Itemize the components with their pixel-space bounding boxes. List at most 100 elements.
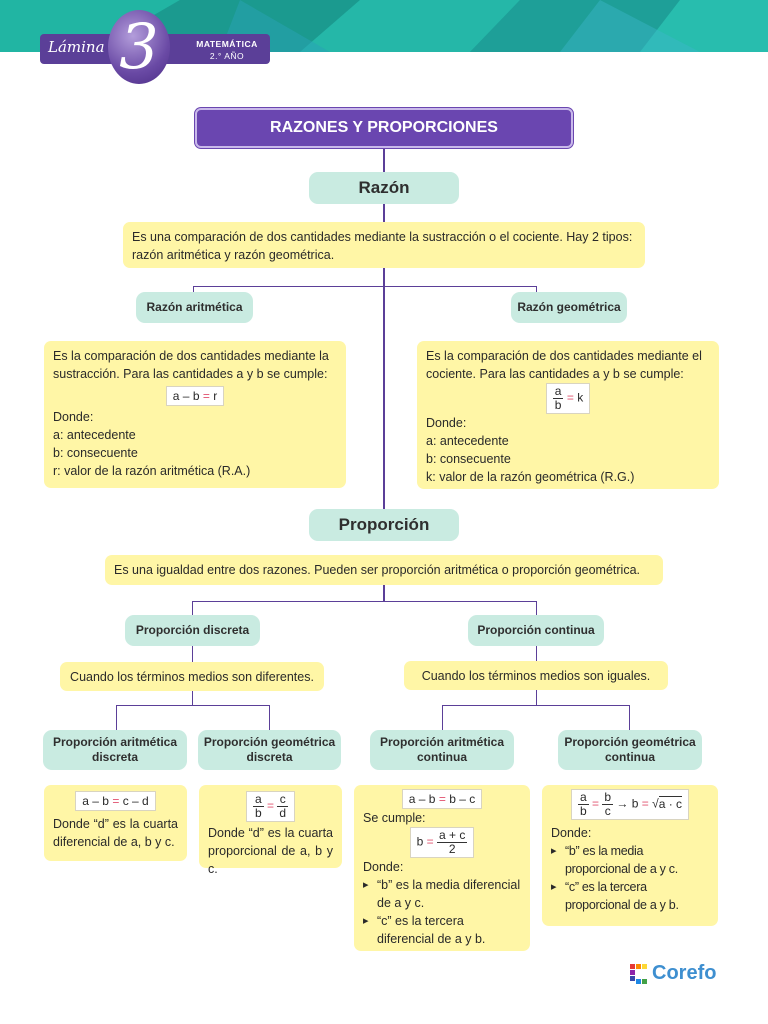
connector-line (383, 148, 385, 512)
bullet-item: “c” es la tercera diferencial de a y b. (363, 912, 521, 948)
equals-sign: = (591, 796, 599, 811)
proporcion-continua-label: Proporción continua (468, 615, 604, 646)
formula-left: b (416, 834, 424, 849)
connector-line (536, 690, 537, 705)
connector-line (536, 601, 537, 617)
corefo-logo-icon (630, 964, 647, 984)
formula-denominator: c (604, 804, 611, 818)
donde-label: Donde: (53, 410, 94, 424)
proporcion-discreta-label: Proporción discreta (125, 615, 260, 646)
razon-aritmetica-formula: a – b = r (53, 386, 337, 406)
arit-discreta-formula: a – b = c – d (53, 791, 178, 811)
connector-line (193, 286, 537, 287)
equals-sign: = (566, 390, 574, 405)
connector-line (442, 705, 630, 706)
connector-line (116, 705, 270, 706)
list-item: r: valor de la razón aritmética (R.A.) (53, 464, 251, 478)
donde-label: Donde: (363, 860, 404, 874)
formula-denominator: b (254, 806, 262, 820)
connector-line (192, 601, 537, 602)
list-item: b: consecuente (426, 452, 511, 466)
connector-line (116, 705, 117, 731)
formula-left: a – b (172, 389, 200, 403)
list-item: a: antecedente (426, 434, 509, 448)
arit-continua-formula: a – b = b – c (363, 789, 521, 809)
grade-label: 2.° AÑO (209, 51, 245, 61)
radicand: a · c (658, 795, 683, 811)
formula-left: a – b (82, 794, 109, 808)
connector-line (192, 646, 193, 662)
formula-numerator: a (577, 790, 589, 805)
formula-right: c – d (122, 794, 149, 808)
proporcion-continua-desc: Cuando los términos medios son iguales. (404, 661, 668, 690)
list-item: k: valor de la razón geométrica (R.G.) (426, 470, 635, 484)
razon-definition: Es una comparación de dos cantidades med… (123, 222, 645, 268)
equals-sign: = (112, 794, 120, 808)
arit-discreta-text: Donde “d” es la cuarta diferencial de a,… (53, 817, 178, 849)
connector-line (536, 286, 537, 296)
connector-line (192, 690, 193, 705)
equals-sign: = (202, 389, 210, 403)
geo-continua-box: ab = bc → b = √a · c Donde: “b” es la me… (542, 785, 718, 926)
equals-sign: = (438, 792, 446, 806)
subject-label: MATEMÁTICA (196, 39, 258, 49)
arit-continua-label: Proporción aritmética continua (370, 730, 514, 770)
formula-left: a – b (408, 792, 436, 806)
razon-geometrica-box: Es la comparación de dos cantidades medi… (417, 341, 719, 489)
razon-aritmetica-box: Es la comparación de dos cantidades medi… (44, 341, 346, 488)
formula-numerator: c (277, 793, 289, 807)
razon-aritmetica-intro: Es la comparación de dos cantidades medi… (53, 349, 329, 381)
connector-line (269, 705, 270, 731)
razon-geometrica-label: Razón geométrica (511, 292, 627, 323)
formula-numerator: a (252, 792, 264, 807)
list-item: a: antecedente (53, 428, 136, 442)
formula-right: r (213, 389, 218, 403)
donde-label: Donde: (551, 826, 592, 840)
bullet-item: “b” es la media proporcional de a y c. (551, 842, 709, 878)
lamina-label: Lámina (48, 38, 105, 56)
formula-numerator: b (602, 790, 614, 805)
proporcion-definition: Es una igualdad entre dos razones. Puede… (105, 555, 663, 585)
connector-line (442, 705, 443, 731)
formula-numerator: a (552, 384, 564, 399)
arit-discreta-box: a – b = c – d Donde “d” es la cuarta dif… (44, 785, 187, 861)
formula-right: b – c (449, 792, 476, 806)
corefo-logo: Corefo (652, 962, 717, 984)
connector-line (629, 705, 630, 731)
geo-discreta-text: Donde “d” es la cuarta proporcional de a… (208, 826, 333, 876)
arrow-result: → b (616, 796, 639, 811)
geo-discreta-label: Proporción geométrica discreta (198, 730, 341, 770)
razon-heading: Razón (309, 172, 459, 204)
formula-denominator: b (554, 398, 562, 412)
connector-line (192, 601, 193, 617)
connector-line (193, 286, 194, 296)
razon-aritmetica-label: Razón aritmética (136, 292, 253, 323)
page-title: RAZONES Y PROPORCIONES (195, 108, 573, 148)
equals-sign: = (426, 834, 434, 849)
se-cumple-label: Se cumple: (363, 811, 426, 825)
formula-denominator: b (579, 804, 587, 818)
proporcion-heading: Proporción (309, 509, 459, 541)
sqrt-icon: √ (652, 796, 659, 811)
connector-line (383, 584, 385, 602)
formula-right: k (577, 390, 584, 405)
lamina-number-badge: 3 (108, 10, 170, 84)
donde-label: Donde: (426, 416, 467, 430)
equals-sign: = (641, 796, 649, 811)
equals-sign: = (266, 798, 274, 813)
list-item: b: consecuente (53, 446, 138, 460)
connector-line (536, 646, 537, 662)
bullet-item: “c” es la tercera proporcional de a y b. (551, 878, 709, 914)
arit-discreta-label: Proporción aritmética discreta (43, 730, 187, 770)
razon-geometrica-intro: Es la comparación de dos cantidades medi… (426, 349, 702, 381)
bullet-item: “b” es la media diferencial de a y c. (363, 876, 521, 912)
formula-numerator: a + c (437, 828, 468, 843)
formula-denominator: 2 (448, 842, 456, 856)
geo-continua-label: Proporción geométrica continua (558, 730, 702, 770)
